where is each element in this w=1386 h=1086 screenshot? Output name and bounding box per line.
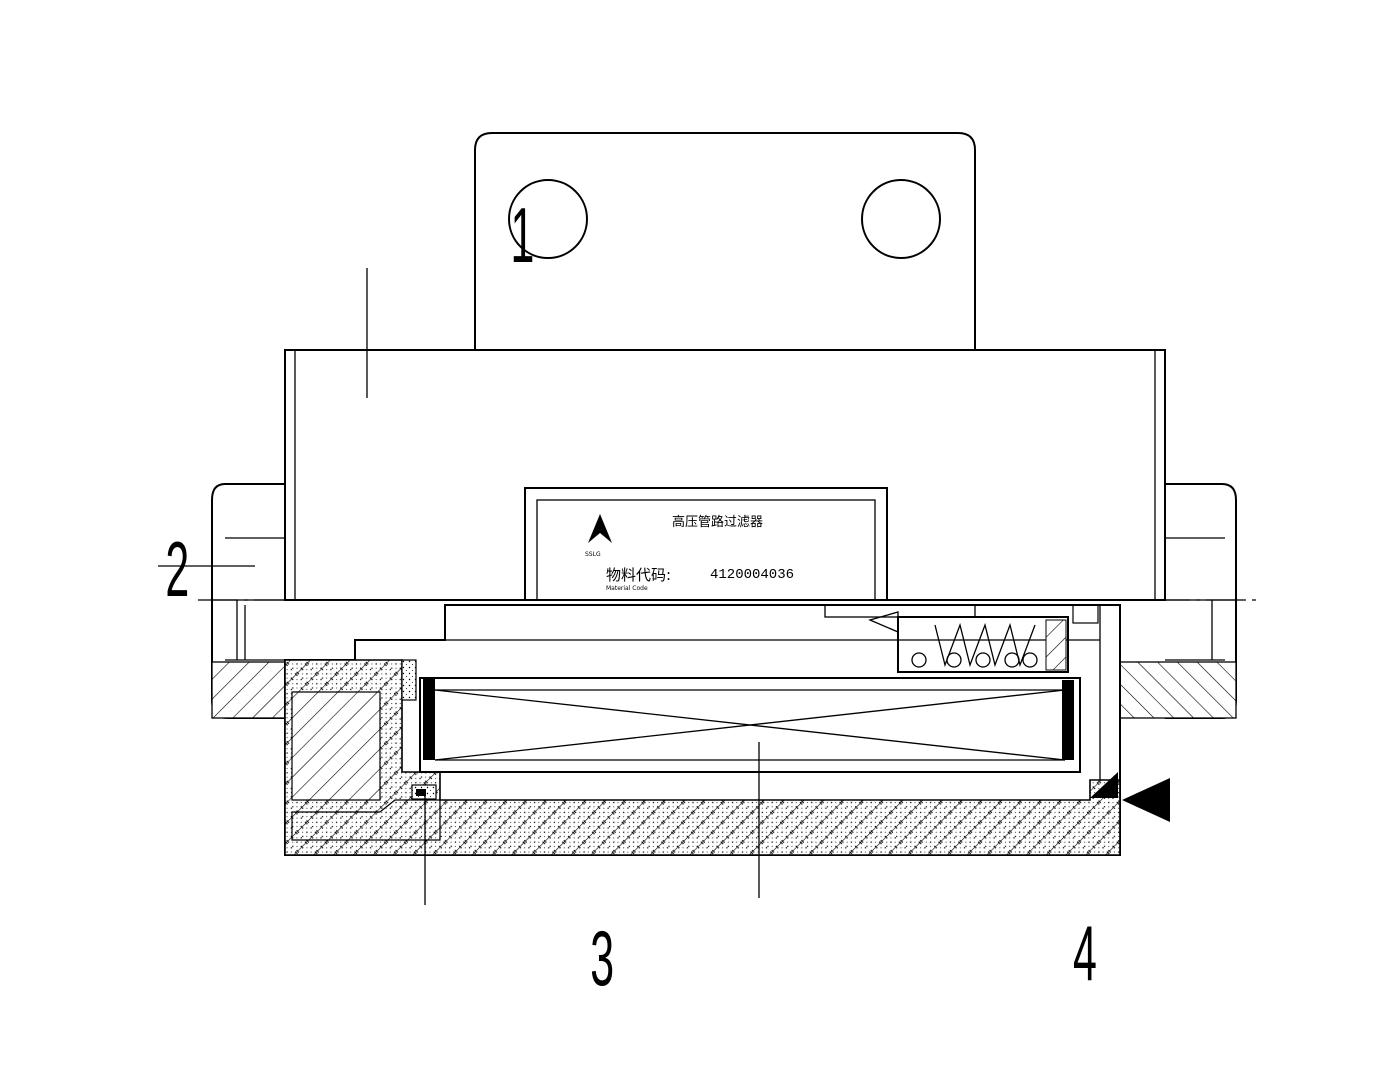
filter-head [284,349,1166,601]
nameplate-logo-text: SSLG [585,551,601,558]
callout-1: 1 [510,193,534,280]
mounting-bracket [474,132,976,350]
element-end-cap-left [423,678,435,760]
left-hex-fitting [211,483,293,719]
callout-3: 3 [590,916,614,1003]
brand-logo-icon [588,514,612,543]
nameplate-code-label: 物料代码: [606,566,671,584]
weld-bead-right [1122,778,1170,822]
callouts: 1 2 3 4 [165,193,1097,1003]
nameplate: SSLG 高压管路过滤器 物料代码: 4120004036 Material C… [524,487,888,601]
bypass-spring-valve [824,604,1099,673]
bracket-bolt-hole-left [508,179,588,259]
filter-element [419,677,1081,773]
sealing-ring [401,659,437,800]
nameplate-code-value: 4120004036 [710,567,794,583]
nameplate-code-label-en: Material Code [606,585,648,592]
leader-lines [158,268,760,905]
callout-4: 4 [1073,911,1097,998]
weld-bead-left [1090,772,1118,798]
filter-bowl [244,604,1170,856]
bracket-bolt-hole-right [861,179,941,259]
bypass-spring-icon [934,622,1036,668]
element-end-cap-right [1062,680,1074,760]
nameplate-title: 高压管路过滤器 [672,514,763,530]
callout-2: 2 [165,527,189,614]
